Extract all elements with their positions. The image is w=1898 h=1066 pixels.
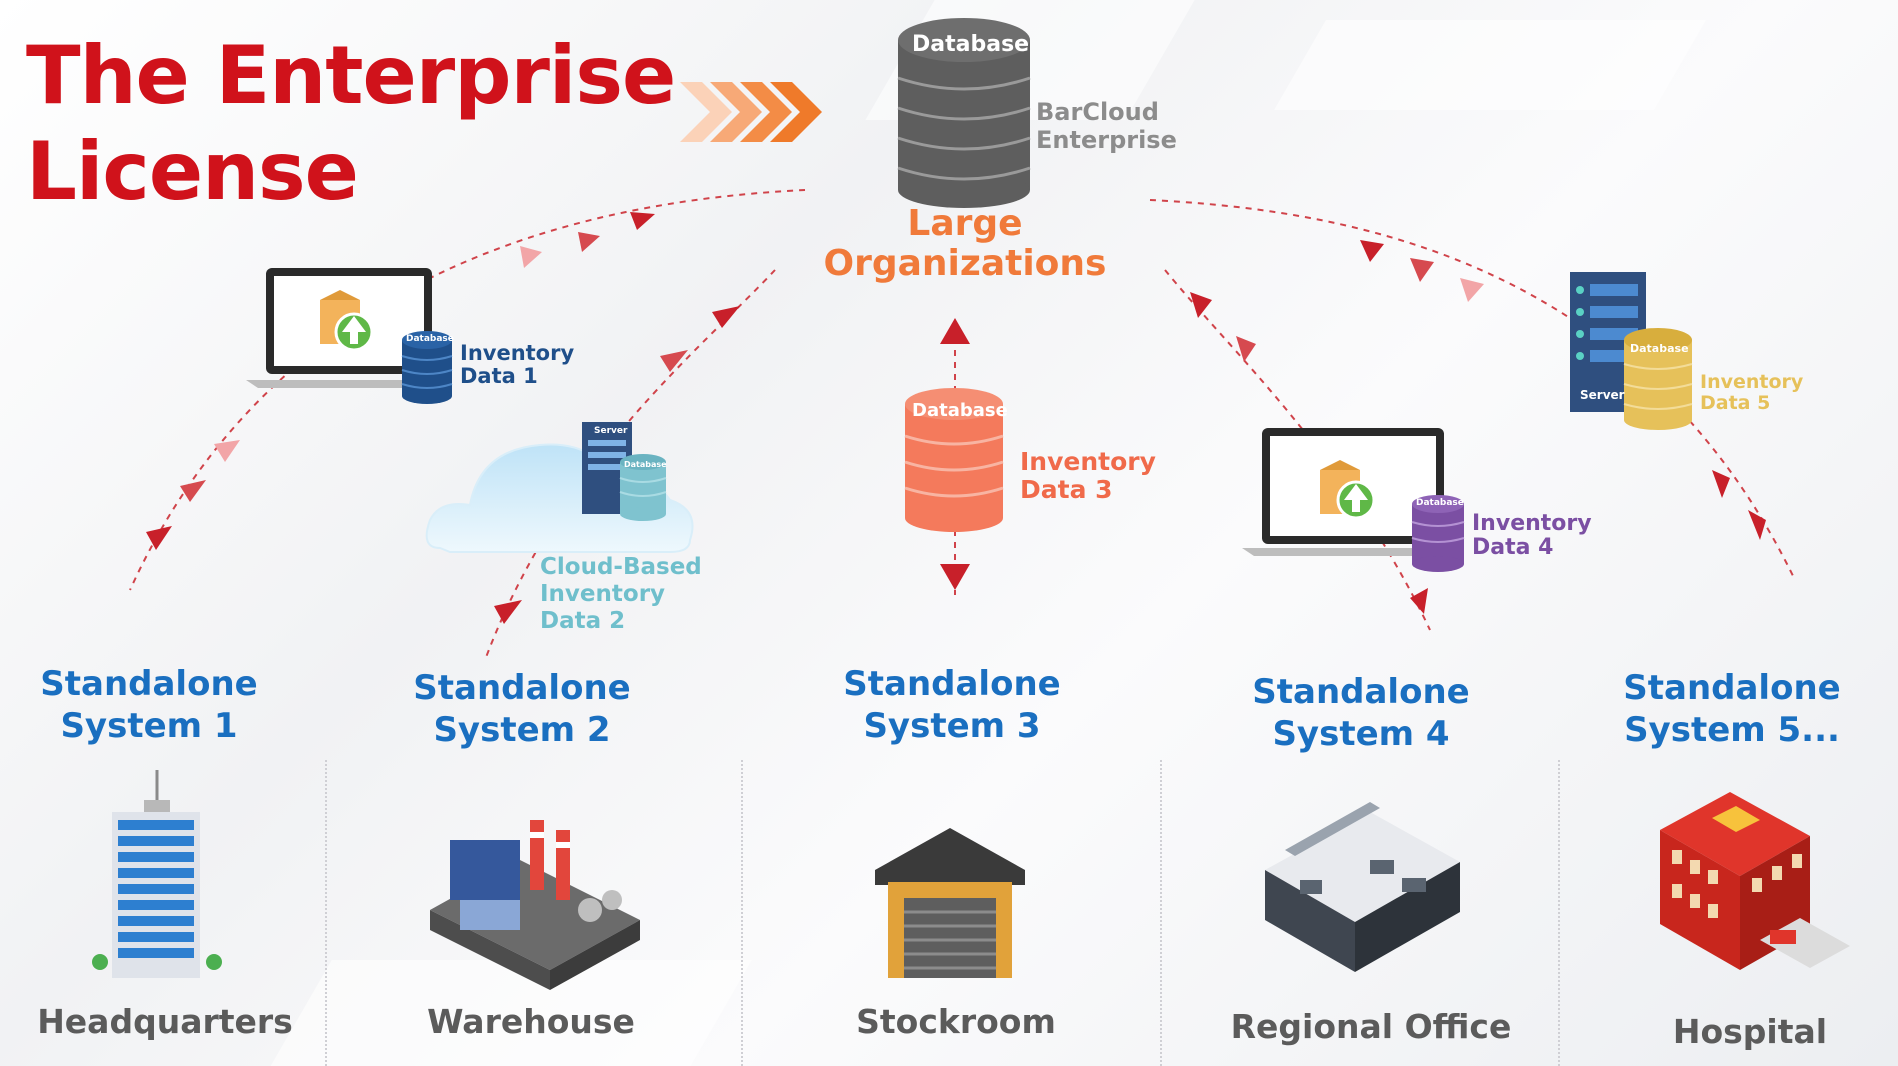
page-title: The Enterprise License <box>26 28 676 220</box>
arrowhead <box>494 600 522 624</box>
inventory-database-2-icon <box>619 454 667 521</box>
system-3-line-1: Standalone <box>843 664 1061 704</box>
arrowhead <box>940 318 970 344</box>
standalone-system-5: Standalone System 5... <box>1602 667 1862 751</box>
enterprise-caption: Large Organizations <box>820 204 1110 284</box>
connector-enterprise-to-system-2 <box>484 269 776 661</box>
headquarters-building-icon <box>92 770 222 978</box>
warehouse-building-icon <box>430 820 640 990</box>
inventory-1-line-1: Inventory <box>460 341 575 365</box>
inventory-4-label: Inventory Data 4 <box>1472 512 1592 560</box>
standalone-system-2: Standalone System 2 <box>392 667 652 751</box>
section-divider <box>325 760 327 1066</box>
enterprise-caption-line-1: Large <box>907 203 1023 244</box>
inventory-3-line-2: Data 3 <box>1020 475 1113 504</box>
standalone-system-1: Standalone System 1 <box>19 663 279 747</box>
stockroom-building-icon <box>875 828 1025 978</box>
inventory-5-db-label: Database <box>1630 342 1689 355</box>
inventory-3-line-1: Inventory <box>1020 447 1156 476</box>
enterprise-database-label: Database <box>912 32 1030 57</box>
inventory-2-line-3: Data 2 <box>540 608 626 634</box>
arrowhead <box>1236 336 1256 362</box>
inventory-database-5-icon <box>1623 328 1693 430</box>
inventory-4-line-1: Inventory <box>1472 511 1592 536</box>
standalone-system-4: Standalone System 4 <box>1231 671 1491 755</box>
system-4-line-1: Standalone <box>1252 672 1470 712</box>
inventory-5-label: Inventory Data 5 <box>1700 372 1803 414</box>
system-3-line-2: System 3 <box>863 706 1041 746</box>
system-4-line-2: System 4 <box>1272 714 1450 754</box>
arrowhead <box>712 306 740 328</box>
inventory-3-label: Inventory Data 3 <box>1020 448 1156 504</box>
arrowhead <box>1748 510 1766 540</box>
arrowhead <box>1460 278 1484 302</box>
inventory-2-line-2: Inventory <box>540 581 666 607</box>
title-line-2: License <box>26 125 359 218</box>
arrowhead <box>660 350 688 372</box>
enterprise-product-name: BarCloud Enterprise <box>1036 98 1177 154</box>
arrowhead <box>1360 240 1384 262</box>
enterprise-name-line-1: BarCloud <box>1036 98 1159 126</box>
inventory-database-1-icon <box>401 331 453 404</box>
arrowhead <box>1410 258 1434 282</box>
enterprise-caption-line-2: Organizations <box>823 243 1107 284</box>
place-stockroom: Stockroom <box>856 1002 1056 1041</box>
inventory-2-label: Cloud-Based Inventory Data 2 <box>540 554 702 635</box>
enterprise-name-line-2: Enterprise <box>1036 126 1177 154</box>
inventory-database-4-icon <box>1411 495 1465 572</box>
inventory-2-db-label: Database <box>624 460 667 469</box>
place-headquarters: Headquarters <box>37 1002 293 1041</box>
place-hospital: Hospital <box>1672 1012 1828 1051</box>
hospital-building-icon <box>1660 792 1850 970</box>
section-divider <box>1160 760 1162 1066</box>
arrowhead <box>520 246 542 268</box>
connector-enterprise-to-system-5 <box>1149 199 1796 581</box>
arrowhead <box>940 564 970 590</box>
arrowhead <box>146 526 172 550</box>
arrowhead <box>630 212 655 230</box>
arrowhead <box>578 232 600 252</box>
system-1-line-1: Standalone <box>40 664 258 704</box>
inventory-2-server-label: Server <box>594 426 628 436</box>
flow-arrowheads <box>146 212 1766 624</box>
section-divider <box>741 760 743 1066</box>
inventory-4-db-label: Database <box>1416 498 1464 508</box>
system-1-line-2: System 1 <box>60 706 238 746</box>
place-warehouse: Warehouse <box>427 1002 635 1041</box>
inventory-2-line-1: Cloud-Based <box>540 554 702 580</box>
inventory-5-server-label: Server <box>1580 388 1625 402</box>
laptop-4-icon <box>1242 428 1462 556</box>
system-2-line-2: System 2 <box>433 710 611 750</box>
arrowhead <box>1190 292 1212 318</box>
place-regional-office: Regional Office <box>1230 1007 1512 1046</box>
inventory-1-label: Inventory Data 1 <box>460 342 574 388</box>
laptop-1-icon <box>246 268 452 388</box>
inventory-5-line-1: Inventory <box>1700 371 1804 393</box>
arrowhead <box>1410 588 1428 614</box>
title-line-1: The Enterprise <box>26 29 676 122</box>
chevron-arrows-icon <box>680 82 822 142</box>
system-2-line-1: Standalone <box>413 668 631 708</box>
connector-enterprise-to-system-4 <box>1164 269 1431 631</box>
system-5-line-2: System 5... <box>1624 710 1840 750</box>
inventory-database-3-icon <box>904 388 1004 532</box>
section-divider <box>1558 760 1560 1066</box>
regional-office-icon <box>1265 802 1460 972</box>
standalone-system-3: Standalone System 3 <box>822 663 1082 747</box>
inventory-1-line-2: Data 1 <box>460 364 538 388</box>
enterprise-database-icon <box>897 18 1031 208</box>
arrowhead <box>180 480 206 502</box>
inventory-4-line-2: Data 4 <box>1472 535 1554 560</box>
inventory-5-line-2: Data 5 <box>1700 392 1771 414</box>
inventory-3-db-label: Database <box>912 400 1008 421</box>
arrowhead <box>1712 470 1730 498</box>
arrowhead <box>214 440 240 462</box>
inventory-1-db-label: Database <box>406 334 454 344</box>
system-5-line-1: Standalone <box>1623 668 1841 708</box>
